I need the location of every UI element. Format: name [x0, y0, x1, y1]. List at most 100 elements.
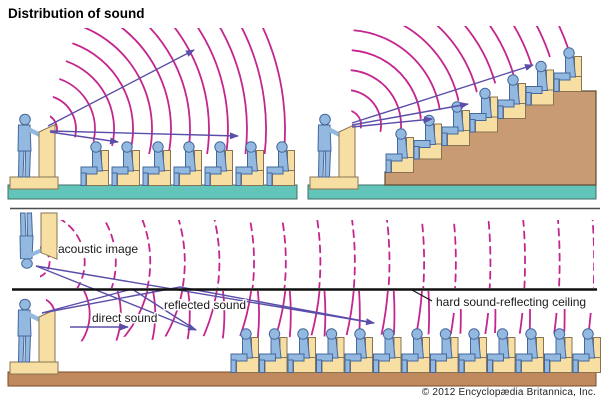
- head: [240, 328, 252, 340]
- sound-ray-arrow: [49, 131, 119, 145]
- legs: [553, 78, 560, 92]
- legs: [317, 149, 325, 178]
- head: [325, 328, 338, 340]
- legs: [316, 353, 333, 362]
- wavefront-arc: [103, 220, 117, 288]
- legs: [413, 146, 420, 160]
- legs: [497, 105, 504, 119]
- audience-member: [266, 141, 295, 186]
- legs: [287, 353, 305, 362]
- legs: [553, 72, 571, 81]
- legs: [266, 166, 284, 175]
- wavefront-arc: [281, 220, 287, 288]
- legs: [80, 172, 87, 186]
- legs: [469, 119, 476, 133]
- podium: [40, 212, 58, 260]
- legs: [259, 359, 265, 373]
- legs: [230, 359, 237, 373]
- audience-member: [287, 328, 316, 373]
- label-reflected-sound: reflected sound: [164, 298, 246, 312]
- wavefront-arc: [100, 291, 220, 337]
- audience-member: [80, 141, 109, 186]
- legs: [173, 172, 180, 186]
- wavefront-arc: [46, 291, 226, 342]
- audience-member: [344, 328, 373, 373]
- wavefront-arc: [46, 291, 260, 342]
- rays-tiered: [351, 64, 534, 128]
- legs: [487, 359, 493, 373]
- wavefront-arc: [148, 28, 191, 154]
- sound-ray-arrow: [49, 130, 239, 140]
- legs: [230, 353, 248, 362]
- head: [582, 328, 594, 340]
- audience-member: [111, 141, 140, 186]
- legs: [111, 172, 118, 186]
- wavefront-arc: [141, 220, 152, 288]
- wavefront-arc: [48, 291, 361, 342]
- sound-ray-arrow: [351, 101, 469, 126]
- legs: [544, 353, 561, 362]
- head: [382, 328, 395, 340]
- copyright-notice: © 2012 Encyclopædia Britannica, Inc.: [421, 387, 596, 398]
- legs: [19, 212, 27, 238]
- head: [121, 141, 133, 153]
- sound-ray-arrow: [47, 49, 195, 127]
- legs: [204, 172, 211, 186]
- speaker-figure: [9, 113, 59, 190]
- legs: [515, 353, 533, 362]
- legs: [80, 166, 98, 175]
- sound-ray-arrow: [351, 116, 433, 128]
- arm: [25, 311, 43, 323]
- wavefront-arc: [452, 220, 457, 288]
- audience-member: [515, 328, 544, 373]
- legs: [173, 166, 191, 175]
- legs: [26, 212, 34, 238]
- legs: [385, 159, 392, 173]
- speaker-hall: [9, 298, 59, 375]
- audience-member: [401, 328, 430, 373]
- wavefront-arc: [240, 28, 267, 154]
- audience-member: [235, 141, 264, 186]
- wavefront-arc: [46, 291, 91, 342]
- legs: [24, 334, 32, 363]
- wavefront-arc: [316, 220, 322, 288]
- head: [563, 47, 575, 59]
- legs: [401, 359, 408, 373]
- wavefront-arc: [40, 246, 51, 278]
- head: [439, 328, 452, 340]
- podium: [338, 123, 356, 178]
- legs: [441, 126, 459, 135]
- speaker-figure: [19, 212, 58, 269]
- audience-member: [373, 328, 402, 373]
- audience-member: [553, 47, 582, 92]
- rays-flat: [47, 49, 239, 145]
- speaker-tiered: [309, 113, 359, 190]
- legs: [204, 166, 222, 175]
- head: [479, 87, 491, 100]
- head: [553, 328, 566, 340]
- head: [535, 60, 547, 73]
- legs: [344, 359, 351, 373]
- wavefront-arc: [100, 291, 186, 337]
- wavefront-arc: [420, 220, 425, 288]
- legs: [142, 166, 160, 175]
- legs: [469, 113, 487, 121]
- ceiling-label-pointer: [411, 289, 433, 302]
- wavefront-arc: [100, 291, 322, 337]
- head: [90, 141, 102, 153]
- podium: [38, 123, 56, 178]
- head: [525, 328, 537, 340]
- legs: [235, 172, 242, 186]
- head: [183, 141, 195, 153]
- head: [354, 328, 366, 340]
- legs: [572, 359, 579, 373]
- arm: [325, 126, 343, 138]
- acoustic-image-figure: [19, 212, 58, 269]
- wavefront-arc: [83, 28, 153, 154]
- wavefront-arc: [50, 291, 430, 342]
- arm: [25, 126, 43, 138]
- legs: [458, 353, 476, 362]
- audience-member: [469, 87, 498, 133]
- legs: [316, 359, 322, 373]
